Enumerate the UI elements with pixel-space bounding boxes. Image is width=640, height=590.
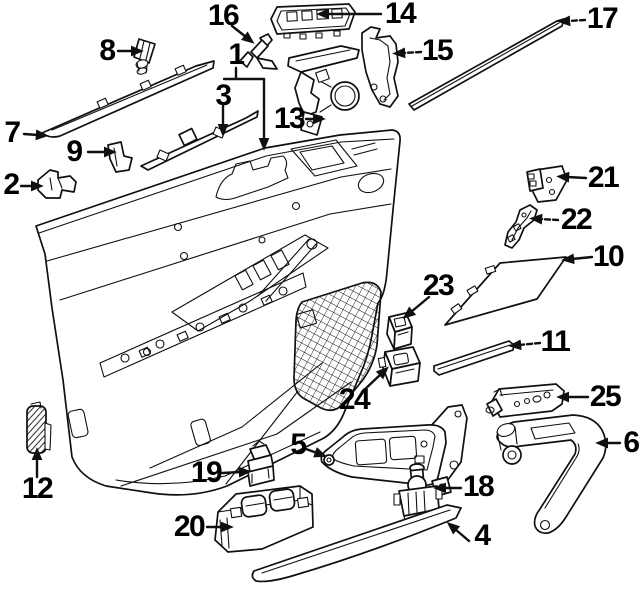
callout-7-arrow [22,129,49,141]
part-5-drawing [320,404,468,497]
callout-2-label: 2 [3,168,20,201]
callout-22-arrow [529,213,560,225]
part-20-drawing [214,485,314,553]
part-16-drawing [239,33,278,70]
callout-11-label: 11 [540,325,571,358]
callout-19-arrow [220,466,252,478]
part-4-drawing [251,504,462,583]
part-21-drawing [526,165,568,203]
callout-23-label: 23 [422,269,455,302]
callout-21-arrow [556,171,588,183]
part-7-drawing [41,60,215,138]
callout-17-arrow [557,15,587,27]
callout-6-label: 6 [623,426,640,459]
callout-15-label: 15 [421,34,454,67]
callout-5-arrow [304,447,328,458]
part-25-drawing [485,383,565,418]
part-8-drawing [133,38,156,75]
callout-10-arrow [561,253,594,265]
callout-16-label: 16 [207,0,240,32]
callout-11-arrow [508,339,542,351]
callout-4-arrow [446,521,471,543]
callout-1-label: 1 [228,38,245,71]
part-23-drawing [386,312,413,350]
part-12-drawing [26,401,52,454]
part-24-drawing [377,346,421,387]
callout-21-label: 21 [587,161,620,194]
part-11-drawing [433,340,515,376]
callout-5-label: 5 [290,428,307,461]
part-2-drawing [37,169,77,199]
callout-arrows [19,8,622,543]
part-19-drawing [247,440,275,487]
callout-22-label: 22 [560,203,593,236]
callout-10-label: 10 [592,240,625,273]
part-22-drawing [504,204,538,249]
callout-1-leader [222,66,266,81]
part-1-door-panel-drawing [35,129,401,496]
callout-7-label: 7 [4,116,21,149]
callout-23-arrow [402,295,431,319]
callout-14-label: 14 [384,0,417,30]
part-10-drawing [444,256,567,326]
part-13-drawing [287,45,360,136]
callout-24-arrow [360,366,389,394]
callout-20-label: 20 [173,510,206,543]
part-15-drawing [361,26,399,108]
callout-16-arrow [230,24,255,44]
callout-13-label: 13 [273,102,306,135]
callout-9-label: 9 [66,135,83,168]
callout-18-label: 18 [462,470,495,503]
part-9-drawing [107,141,133,173]
part-14-drawing [270,3,356,40]
callout-8-label: 8 [99,34,116,67]
callout-12-label: 12 [21,472,54,505]
callout-15-arrow [392,47,423,59]
callout-17-label: 17 [586,2,619,35]
callout-24-label: 24 [338,383,371,416]
callout-3-label: 3 [215,79,232,112]
callout-19-label: 19 [190,456,223,489]
callout-25-label: 25 [589,380,622,413]
part-6-drawing [496,414,607,534]
callout-4-label: 4 [474,519,491,552]
